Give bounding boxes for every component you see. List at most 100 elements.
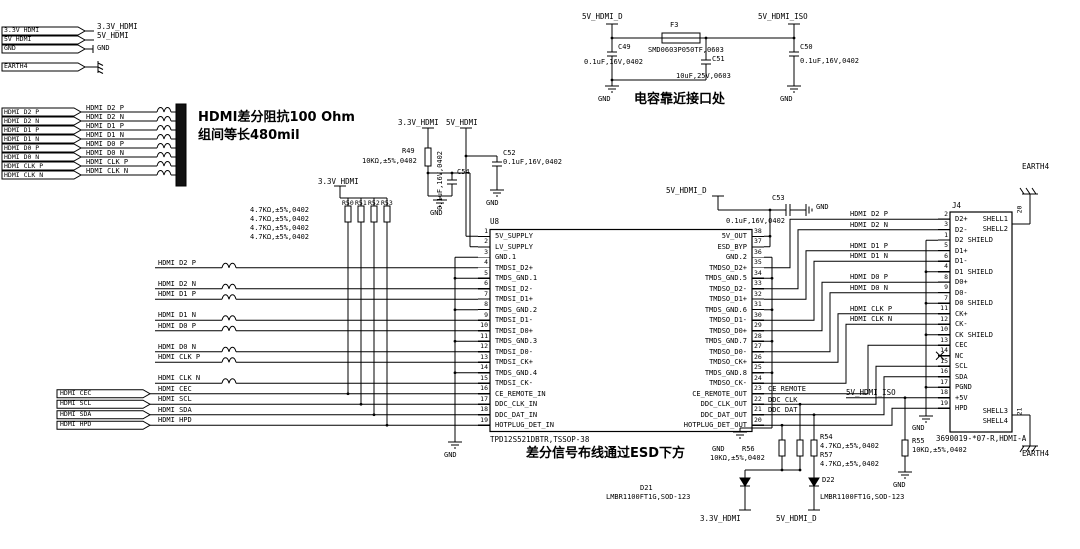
val-r56: 10KΩ,±5%,0402 (710, 454, 765, 462)
pin-name: GND.1 (495, 253, 517, 261)
pin-number: 38 (754, 226, 762, 235)
net-ddc-dat: DDC DAT (768, 406, 798, 414)
u8-refdes: U8 (490, 217, 500, 226)
j4-shell2: SHELL2 (982, 224, 1008, 233)
pin-number: 25 (754, 363, 762, 371)
port-label: HDMI D2 P (4, 107, 40, 116)
pin-number: 14 (480, 363, 488, 371)
net-hdmi-d0-p: HDMI D0 P (158, 321, 196, 330)
pin-row: TMDSO_D2-33 (632, 280, 762, 295)
pin-number: 9 (484, 310, 488, 319)
pin-number: 27 (754, 342, 762, 350)
port-hdmi-sda: HDMI SDA (60, 409, 92, 418)
hdmi-input-row: HDMI CLK P HDMI CLK P (0, 158, 180, 171)
resistor-r56 (778, 439, 786, 457)
pin-number: 14 (940, 346, 948, 354)
pin-number: 15 (480, 373, 488, 382)
shell-top-wire (1012, 187, 1038, 225)
net-gnd: GND (97, 44, 110, 52)
cap-c49 (607, 38, 617, 80)
hdmi-input-row: HDMI D2 P HDMI D2 P (0, 104, 180, 117)
pin-number: 29 (754, 321, 762, 329)
net-hdmi-d1-p: HDMI D1 P (158, 290, 196, 299)
j4-net-clk-n: HDMI CLK N (850, 315, 893, 324)
pin-number: 2 (944, 209, 948, 218)
pin-row: GND.2 36 (632, 248, 762, 263)
pin-number: 8 (944, 272, 948, 281)
pin-name: TMDSO_D0- (709, 347, 747, 356)
diode-d21 (739, 477, 751, 487)
pin-name: TMDSO_D2+ (709, 263, 747, 272)
pin-number: 24 (754, 373, 762, 382)
hdmi-input-ports: HDMI D2 P HDMI D2 P HDMI D2 N HDMI D2 N … (0, 104, 180, 180)
pin-name: CK SHIELD (955, 330, 993, 339)
c52-block (460, 127, 504, 237)
r49-c54-block (422, 127, 478, 248)
pin-number: 10 (940, 325, 948, 333)
net-3v3-bottom: 3.3V_HDMI (700, 514, 741, 523)
val-r49: 10KΩ,±5%,0402 (362, 157, 417, 165)
pin-number: 21 (754, 405, 762, 413)
pin-number: 16 (480, 384, 488, 392)
pin-name: GND.2 (725, 253, 747, 261)
pin-number: 12 (940, 314, 948, 323)
resistor-r49 (424, 147, 432, 167)
j4-shell-pin-21: 21 (1015, 407, 1024, 416)
pin-number: 35 (754, 258, 762, 266)
pin-number: 18 (940, 388, 948, 396)
j4-net-d1-n: HDMI D1 N (850, 252, 888, 261)
port-label: HDMI D1 P (4, 125, 40, 134)
net-hdmi-d1-n: HDMI D1 N (158, 311, 196, 320)
pin-number: 36 (754, 247, 762, 256)
ctrl-output-routes (764, 344, 950, 426)
hdmi-input-chevrons (1, 103, 187, 187)
pin-number: 11 (480, 331, 488, 340)
pin-number: 19 (480, 415, 488, 424)
net-label: HDMI D0 P (86, 139, 124, 148)
net-5v-hdmi-d-in: 5V_HDMI_D (582, 12, 623, 21)
net-5v-hdmi-iso-out: 5V_HDMI_ISO (758, 12, 808, 21)
pin-row: TMDSO_CK-24 (632, 374, 762, 389)
net-label: HDMI D0 N (86, 148, 124, 157)
chip-left-gnd-rail (448, 256, 478, 449)
gnd-label-c52: GND (486, 199, 499, 207)
pin-number: 5 (484, 268, 488, 277)
pin-name: CK- (955, 320, 968, 328)
pin-name: ESD_BYP (717, 242, 747, 251)
pin-name: NC (955, 351, 964, 360)
hdmi-input-row: HDMI CLK N HDMI CLK N (0, 167, 180, 180)
pin-name: HOTPLUG_DET_IN (495, 421, 555, 429)
resistor-r57 (810, 439, 818, 457)
pin-number: 6 (484, 279, 488, 287)
port-earth4: EARTH4 (4, 62, 28, 70)
ref-d22: D22 (822, 476, 835, 484)
net-hdmi-scl: HDMI SCL (158, 395, 192, 404)
pin-number: 1 (944, 230, 948, 239)
ref-r52: R52 (368, 199, 380, 207)
j4-refdes: J4 (952, 201, 962, 210)
net-hdmi-cec: HDMI CEC (158, 384, 192, 393)
val-r50: 4.7KΩ,±5%,0402 (250, 206, 310, 214)
j4-shell3: SHELL3 (982, 406, 1008, 415)
pin-row: TMDSO_D0+29 (632, 322, 762, 337)
net-hdmi-d0-n: HDMI D0 N (158, 342, 196, 351)
j4-part-number: 3690019-*07-R,HDMI-A (936, 434, 1027, 443)
pin-row: 1 D2 SHIELD (944, 231, 1010, 246)
pin-name: CK+ (955, 309, 968, 318)
pin-name: D2 SHIELD (955, 236, 993, 244)
pin-number: 28 (754, 331, 762, 340)
ref-r50: R50 (342, 199, 354, 207)
gnd-label-chip-left: GND (444, 451, 457, 459)
